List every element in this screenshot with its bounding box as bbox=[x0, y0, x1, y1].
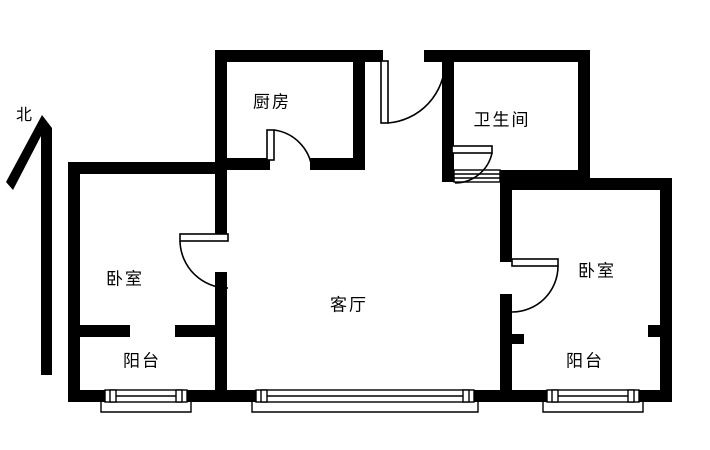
windows-group bbox=[100, 169, 644, 413]
room-label-balcony-right: 阳台 bbox=[566, 351, 604, 372]
bathroom-right-wall bbox=[578, 50, 590, 182]
walls-group bbox=[68, 50, 672, 402]
outer-right-wall bbox=[660, 178, 672, 402]
living-bottom-wall-mid bbox=[185, 390, 260, 402]
entry-top-wall-right bbox=[424, 50, 442, 62]
room-label-bedroom-left: 卧室 bbox=[106, 269, 144, 290]
room-label-bedroom-right: 卧室 bbox=[578, 261, 616, 282]
bathroom-top-wall bbox=[442, 50, 590, 62]
bathroom-door[interactable] bbox=[451, 145, 493, 184]
kitchen-right-wall bbox=[353, 50, 365, 170]
kitchen-bottom-wall-right bbox=[310, 158, 365, 170]
bedroom-right-door[interactable] bbox=[511, 258, 559, 313]
right-unit-left-nub bbox=[512, 334, 524, 344]
balcony-left-divider-right bbox=[175, 325, 227, 337]
outer-left-wall bbox=[68, 162, 80, 402]
room-label-kitchen: 厨房 bbox=[253, 92, 291, 113]
bathroom-bottom-wall-left bbox=[442, 170, 454, 182]
north-arrow-icon bbox=[6, 115, 52, 375]
balcony-right-divider bbox=[648, 325, 672, 337]
right-unit-left-wall-bot bbox=[500, 294, 512, 402]
bathroom-left-wall bbox=[442, 50, 454, 170]
kitchen-top-wall bbox=[215, 50, 365, 62]
entry-top-wall-left bbox=[365, 50, 383, 62]
balcony-left-window bbox=[100, 389, 192, 413]
left-unit-top-wall bbox=[68, 162, 227, 174]
bedroom-left-right-wall-top bbox=[215, 162, 227, 238]
living-bottom-wall-left bbox=[68, 390, 113, 402]
living-room-window bbox=[251, 389, 479, 413]
kitchen-left-wall bbox=[215, 50, 227, 170]
compass-north-label: 北 bbox=[15, 105, 33, 124]
entry-door[interactable] bbox=[380, 60, 446, 124]
right-unit-left-wall-top bbox=[500, 178, 512, 262]
room-label-living-room: 客厅 bbox=[330, 295, 368, 316]
balcony-right-window bbox=[542, 389, 644, 413]
right-unit-top-wall bbox=[500, 178, 672, 190]
kitchen-bottom-wall-left bbox=[215, 158, 270, 170]
room-label-bathroom: 卫生间 bbox=[473, 110, 531, 131]
balcony-left-divider bbox=[80, 325, 130, 337]
kitchen-door[interactable] bbox=[266, 129, 313, 170]
bedroom-left-door[interactable] bbox=[179, 233, 229, 289]
room-label-balcony-left: 阳台 bbox=[123, 351, 161, 372]
